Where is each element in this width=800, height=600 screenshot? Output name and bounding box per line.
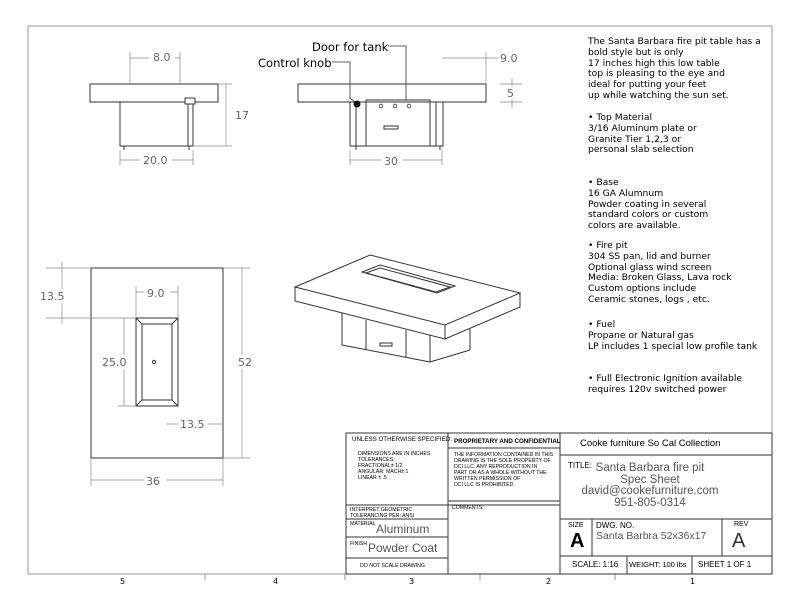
proprietary-heading: PROPRIETARY AND CONFIDENTIAL (454, 438, 561, 445)
dim-front-top-width: 8.0 (153, 51, 171, 64)
rev-label: REV (734, 521, 749, 528)
door-for-tank-label: Door for tank (312, 40, 389, 54)
tolerance-notes: DIMENSIONS ARE IN INCHES TOLERANCES: FRA… (358, 451, 431, 481)
dim-side-overhang: 9.0 (500, 52, 518, 65)
weight-value: WEIGHT: 100 lbs (629, 560, 687, 569)
finish-label: FINISH (350, 541, 368, 547)
isometric-view (293, 254, 522, 363)
title-text: Santa Barbara fire pit Spec Sheet david@… (581, 462, 719, 509)
zone-5: 5 (120, 577, 126, 586)
description-fire-pit: • Fire pit 304 SS pan, lid and burner Op… (588, 240, 732, 305)
title-block (345, 432, 773, 575)
rev-value: A (732, 530, 746, 552)
title-label: TITLE: (568, 461, 593, 470)
finish-value: Powder Coat (368, 541, 438, 555)
unless-specified: UNLESS OTHERWISE SPECIFIED: (352, 436, 452, 443)
material-value: Aluminum (376, 522, 430, 536)
plan-view (90, 267, 224, 459)
dim-front-base-width: 20.0 (143, 154, 168, 167)
dim-plan-top-offset: 13.5 (40, 290, 65, 303)
description-ignition: • Full Electronic Ignition available req… (588, 373, 743, 395)
comments-label: COMMENTS: (452, 505, 484, 511)
dim-front-height: 17 (235, 109, 249, 122)
interpret-geometric: INTERPRET GEOMETRIC TOLERANCING PER: ANS… (350, 507, 415, 519)
front-view (89, 83, 219, 150)
description-base: • Base 16 GA Alumnum Powder coating in s… (588, 177, 709, 232)
dim-side-base-width: 30 (384, 155, 398, 168)
front-view-dimensions (119, 52, 232, 165)
side-view (297, 83, 487, 150)
control-knob-label: Control knob (258, 56, 332, 70)
dwg-number: Santa Barbra 52x36x17 (596, 530, 707, 542)
dim-plan-burner-length: 25.0 (102, 356, 127, 369)
dim-plan-bottom-offset: 13.5 (180, 418, 205, 431)
zone-3: 3 (409, 577, 415, 586)
sheet-value: SHEET 1 OF 1 (698, 560, 752, 569)
side-view-leaders (332, 45, 407, 103)
scale-value: SCALE: 1:16 (572, 560, 619, 569)
size-value: A (570, 530, 585, 552)
material-label: MATERIAL (350, 521, 376, 527)
zone-4: 4 (273, 577, 279, 586)
description-intro: The Santa Barbara fire pit table has a b… (588, 36, 761, 101)
dwg-label: DWG. NO. (596, 521, 635, 530)
dim-side-top-thickness: 5 (507, 87, 514, 100)
proprietary-text: THE INFORMATION CONTAINED IN THIS DRAWIN… (454, 452, 554, 488)
dim-plan-burner-width: 9.0 (147, 287, 165, 300)
dim-plan-length: 52 (238, 356, 252, 369)
description-top-material: • Top Material 3/16 Aluminum plate or Gr… (588, 112, 697, 156)
do-not-scale: DO NOT SCALE DRAWING (360, 563, 425, 569)
description-fuel: • Fuel Propane or Natural gas LP include… (588, 319, 758, 352)
company-name: Cooke furniture So Cal Collection (580, 438, 721, 449)
control-knob-icon (353, 100, 361, 108)
dim-plan-width: 36 (146, 475, 160, 488)
zone-2: 2 (546, 577, 552, 586)
zone-1: 1 (690, 577, 696, 586)
size-label: SIZE (568, 522, 584, 529)
